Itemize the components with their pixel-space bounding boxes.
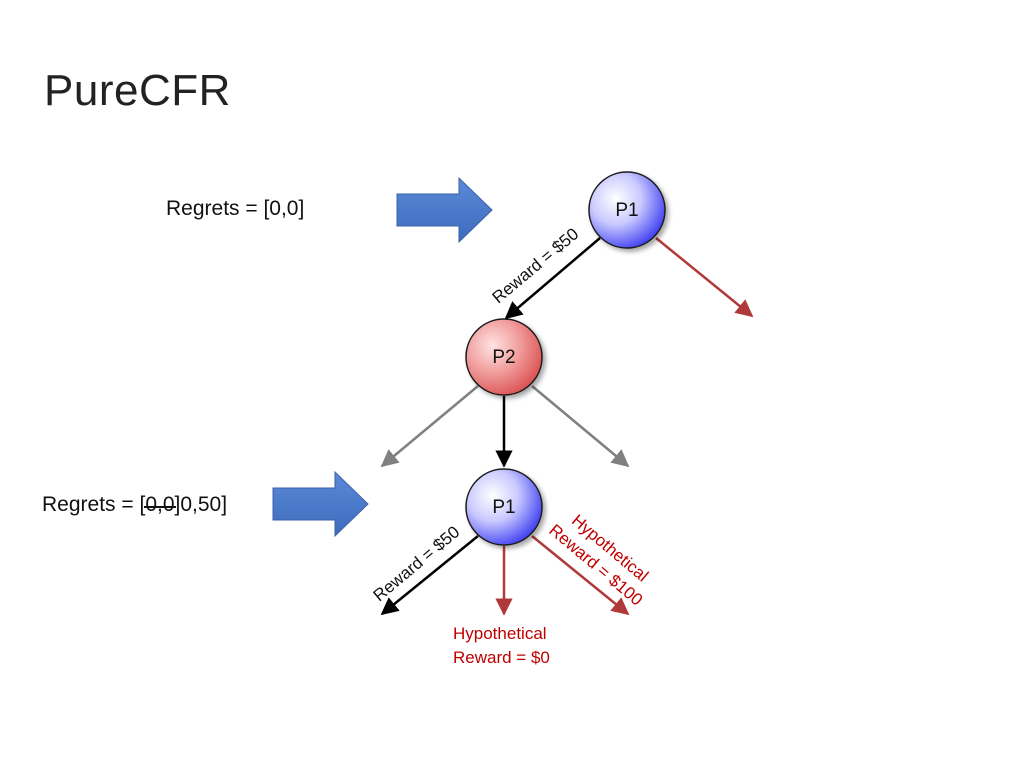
edge-leaf-right [531, 535, 630, 616]
edge-leaf-left [380, 535, 479, 616]
node-leaf-p1 [465, 468, 543, 546]
regrets-bottom-sep: ] [174, 493, 181, 516]
node-root-label: P1 [615, 200, 638, 221]
edge-leaf-down-label: Hypothetical Reward = $0 [453, 622, 550, 670]
edge-leaf-down-label-line1: Hypothetical [453, 624, 547, 643]
edge-root-to-p2 [504, 237, 601, 320]
regrets-bottom-label: Regrets = [0,0]0,50] [42, 493, 227, 517]
edge-p2-left [380, 385, 479, 468]
edge-leaf-left-label: Reward = $50 [370, 522, 464, 605]
node-middle-label: P2 [492, 347, 515, 368]
regrets-bottom-struck-value: 0,0 [144, 493, 176, 516]
node-middle-p2 [465, 318, 543, 396]
block-arrow-bottom-icon [272, 470, 369, 538]
node-leaf-label: P1 [492, 497, 515, 518]
block-arrow-top-icon [396, 176, 493, 244]
slide-title: PureCFR [44, 66, 231, 115]
regrets-bottom-prefix: Regrets = [ [42, 493, 146, 516]
edge-root-right [655, 237, 754, 318]
edge-p2-right [531, 385, 630, 468]
edge-leaf-down-label-line2: Reward = $0 [453, 648, 550, 667]
regrets-bottom-new-value: 0,50] [180, 493, 228, 516]
regrets-top-label: Regrets = [0,0] [166, 197, 305, 220]
node-root-p1 [588, 171, 666, 249]
